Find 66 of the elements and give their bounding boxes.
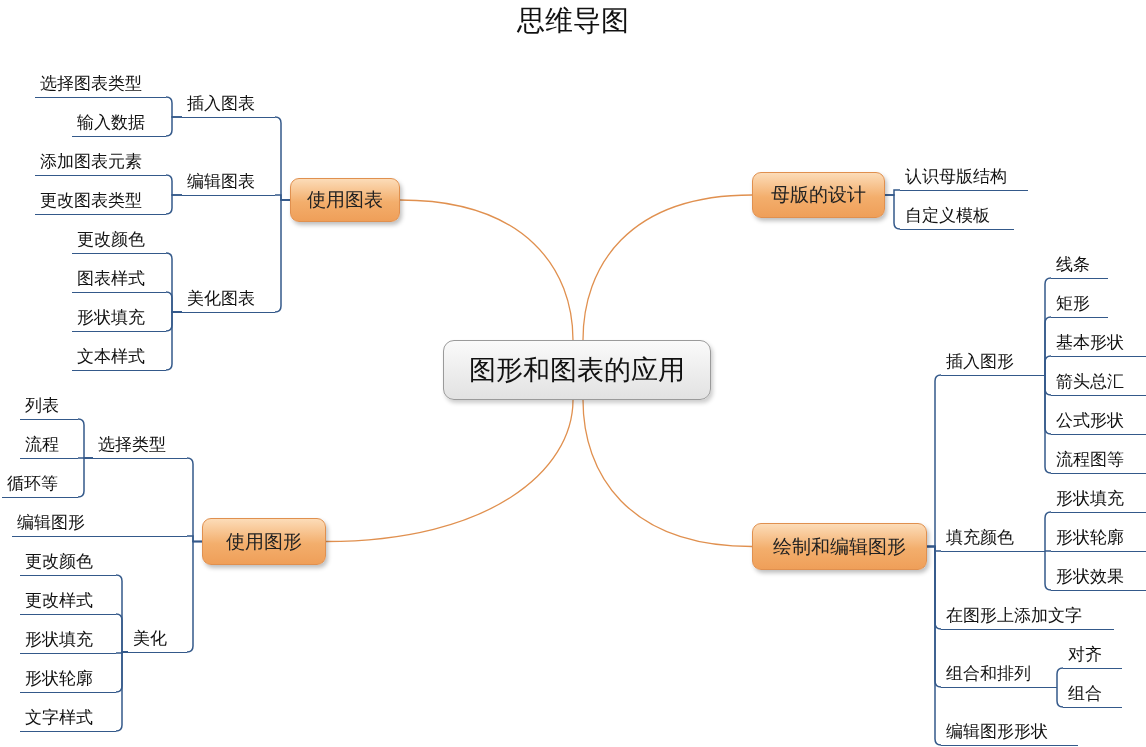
subtopic-label: 形状填充 [72, 304, 166, 332]
topic-box: 绘制和编辑图形 [752, 523, 927, 570]
subtopic-label: 基本形状 [1051, 329, 1146, 357]
curved-connector [399, 199, 574, 341]
subtopic-label: 组合 [1063, 680, 1122, 708]
subtopic-label: 编辑图表 [182, 168, 275, 196]
subtopic-label: 形状轮廓 [20, 665, 116, 693]
branch-line [274, 199, 291, 313]
subtopic-label: 更改颜色 [72, 226, 166, 254]
subtopic-label: 选择类型 [93, 431, 187, 459]
subtopic-label: 在图形上添加文字 [941, 602, 1114, 630]
branch-line [1056, 667, 1064, 688]
subtopic-label: 组合和排列 [941, 660, 1057, 688]
subtopic-label: 选择图表类型 [35, 70, 166, 98]
topic-box: 使用图形 [202, 518, 326, 565]
branch-line [1044, 550, 1052, 552]
branch-line [1044, 355, 1052, 376]
title: 思维导图 [516, 3, 630, 39]
subtopic-label: 认识母版结构 [900, 163, 1028, 191]
curved-connector [582, 399, 753, 548]
subtopic-label: 线条 [1051, 251, 1108, 279]
subtopic-label: 形状填充 [20, 626, 116, 654]
branch-line [926, 545, 942, 746]
topic-box: 使用图表 [290, 178, 400, 222]
subtopic-label: 美化 [128, 625, 187, 653]
branch-line [165, 116, 183, 137]
subtopic-label: 流程 [20, 431, 78, 459]
branch-line [115, 651, 129, 732]
branch-line [1056, 686, 1064, 708]
branch-line [1044, 511, 1052, 552]
topic-box: 母版的设计 [752, 172, 885, 218]
subtopic-label: 矩形 [1051, 290, 1108, 318]
subtopic-label: 流程图等 [1051, 446, 1146, 474]
branch-line [1044, 550, 1052, 591]
subtopic-label: 自定义模板 [900, 202, 1014, 230]
subtopic-label: 编辑图形形状 [941, 718, 1078, 746]
subtopic-label: 列表 [20, 392, 78, 420]
branch-line [1044, 374, 1052, 474]
subtopic-label: 循环等 [2, 470, 78, 498]
subtopic-label: 编辑图形 [12, 509, 187, 537]
subtopic-label: 形状效果 [1051, 563, 1146, 591]
subtopic-label: 对齐 [1063, 641, 1122, 669]
subtopic-label: 输入数据 [72, 109, 166, 137]
subtopic-label: 公式形状 [1051, 407, 1146, 435]
subtopic-label: 形状轮廓 [1051, 524, 1146, 552]
subtopic-label: 更改图表类型 [35, 187, 166, 215]
subtopic-label: 文本样式 [72, 343, 166, 371]
branch-line [165, 194, 183, 215]
subtopic-label: 添加图表元素 [35, 148, 166, 176]
subtopic-label: 插入图形 [941, 348, 1045, 376]
subtopic-label: 箭头总汇 [1051, 368, 1146, 396]
branch-line [77, 457, 94, 498]
branch-line [165, 311, 183, 371]
subtopic-label: 美化图表 [182, 285, 275, 313]
subtopic-label: 更改颜色 [20, 548, 116, 576]
curved-connector [582, 194, 753, 341]
subtopic-label: 图表样式 [72, 265, 166, 293]
central-topic-box: 图形和图表的应用 [443, 340, 711, 400]
subtopic-label: 插入图表 [182, 90, 275, 118]
subtopic-label: 文字样式 [20, 704, 116, 732]
branch-line [884, 194, 901, 230]
subtopic-label: 形状填充 [1051, 485, 1146, 513]
curved-connector [325, 399, 574, 543]
branch-line [186, 540, 203, 653]
subtopic-label: 填充颜色 [941, 524, 1045, 552]
subtopic-label: 更改样式 [20, 587, 116, 615]
